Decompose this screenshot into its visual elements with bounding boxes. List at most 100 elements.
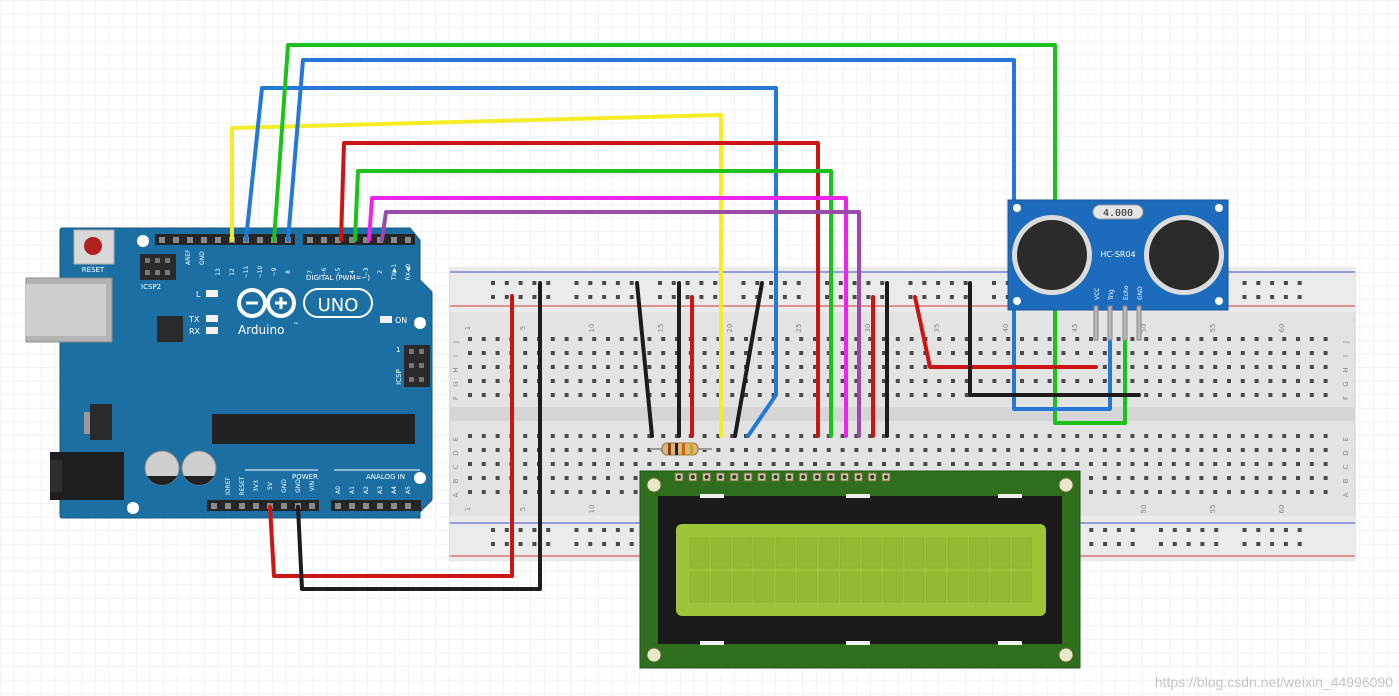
wire-pin3-magenta: [367, 196, 848, 438]
power-jack: [50, 452, 124, 500]
power-title: POWER: [292, 473, 318, 481]
header-pin[interactable]: [281, 503, 287, 509]
column-number: 1: [464, 507, 472, 511]
row-letter: I: [452, 355, 460, 357]
row-letter: B: [452, 478, 460, 483]
column-number: 30: [864, 324, 872, 333]
header-pin[interactable]: [225, 503, 231, 509]
header-pin[interactable]: [405, 503, 411, 509]
row-letter: J: [452, 341, 460, 344]
row-letter: E: [1342, 437, 1350, 441]
digital-header-left: [155, 234, 295, 245]
header-pin[interactable]: [321, 237, 327, 243]
digital-header-right: [303, 234, 415, 245]
digital-pin-label: 4: [349, 270, 356, 274]
column-number: 20: [726, 324, 734, 333]
row-letter: I: [1342, 355, 1350, 357]
led-tx-label: TX: [188, 315, 200, 324]
header-pin[interactable]: [201, 237, 207, 243]
wire-jumper-black: [635, 281, 654, 438]
analog-pin-label: A0: [335, 486, 342, 494]
header-pin[interactable]: [349, 237, 355, 243]
power-pin-label: GND: [281, 479, 288, 493]
header-pin[interactable]: [335, 237, 341, 243]
row-letter: D: [452, 450, 460, 455]
lcd-screen: [676, 524, 1046, 616]
capacitor: [181, 450, 217, 486]
header-pin[interactable]: [377, 503, 383, 509]
column-number: 10: [588, 505, 596, 514]
resistor: [650, 442, 712, 456]
sensor-pin[interactable]: [1093, 305, 1099, 341]
header-pin[interactable]: [363, 237, 369, 243]
row-letter: D: [1342, 450, 1350, 455]
header-pin[interactable]: [309, 503, 315, 509]
header-pin[interactable]: [159, 237, 165, 243]
arduino-logo: [237, 288, 373, 318]
sensor-pin[interactable]: [1107, 305, 1113, 341]
row-letter: G: [1342, 381, 1350, 386]
voltage-regulator: [90, 404, 112, 440]
header-pin[interactable]: [211, 503, 217, 509]
aref-label: AREF: [185, 249, 192, 265]
column-number: 50: [1140, 505, 1148, 514]
digital-pin-label: ~11: [243, 265, 250, 278]
icsp-label: ICSP: [395, 369, 403, 385]
analog-pin-label: A4: [391, 486, 398, 494]
wire-pin5-red: [339, 141, 820, 438]
led-on-label: ON: [395, 316, 407, 325]
header-pin[interactable]: [187, 237, 193, 243]
sensor-pin-label: GND: [1137, 286, 1144, 300]
header-pin[interactable]: [257, 237, 263, 243]
analog-header: [331, 500, 421, 511]
digital-pin-label: RX◀0: [405, 263, 412, 280]
lcd-character-cells: [689, 537, 1032, 603]
wire-sensor-gnd: [968, 281, 1141, 397]
row-letter: A: [1342, 492, 1350, 497]
wire-gnd: [296, 281, 542, 591]
header-pin[interactable]: [391, 503, 397, 509]
row-letter: J: [1342, 341, 1350, 344]
arduino-uno-board: RESET ICSP2 L TX RX ON UNO Arduino ™: [25, 227, 433, 519]
header-pin[interactable]: [215, 237, 221, 243]
row-letter: F: [1342, 396, 1350, 400]
header-pin[interactable]: [239, 503, 245, 509]
column-number: 25: [795, 324, 803, 333]
sensor-pin[interactable]: [1122, 305, 1128, 341]
crystal-label: 4.000: [1103, 208, 1133, 219]
reset-label: RESET: [82, 266, 105, 274]
header-pin[interactable]: [173, 237, 179, 243]
lcd-pin-header: [674, 472, 891, 482]
row-letter: A: [452, 492, 460, 497]
power-header: [207, 500, 319, 511]
analog-pin-label: A5: [405, 486, 412, 494]
digital-pin-label: 7: [307, 270, 314, 274]
wire-pin11-blue: [244, 86, 778, 438]
header-pin[interactable]: [335, 503, 341, 509]
column-number: 5: [519, 326, 527, 330]
led-rx-label: RX: [189, 327, 201, 336]
sensor-pin[interactable]: [1136, 305, 1142, 341]
led-l: [206, 290, 218, 297]
mounting-hole: [414, 472, 426, 484]
icsp2-header: [140, 254, 176, 280]
header-pin[interactable]: [363, 503, 369, 509]
digital-pin-label: ~10: [257, 265, 264, 278]
reset-button[interactable]: [73, 229, 115, 265]
header-pin[interactable]: [391, 237, 397, 243]
row-letter: B: [1342, 478, 1350, 483]
lcd-1602-module: [639, 470, 1081, 669]
header-pin[interactable]: [307, 237, 313, 243]
header-pin[interactable]: [405, 237, 411, 243]
wire-sensor-vcc: [913, 295, 1098, 369]
digital-pin-label: 8: [285, 270, 292, 274]
header-pin[interactable]: [349, 503, 355, 509]
header-pin[interactable]: [253, 503, 259, 509]
column-number: 35: [933, 324, 941, 333]
atmega-chip: [212, 414, 415, 444]
digital-pin-label: 13: [215, 268, 222, 276]
